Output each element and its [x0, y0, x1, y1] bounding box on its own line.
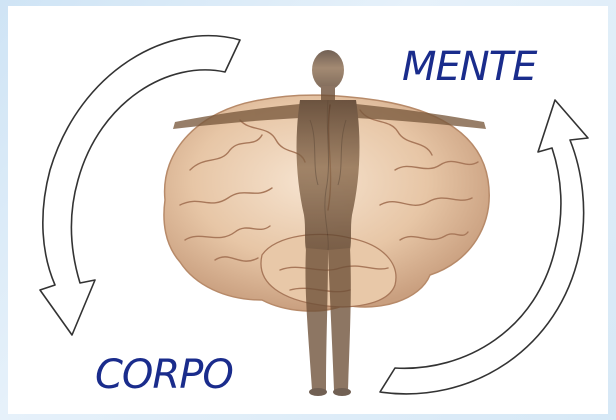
corpo-label: CORPO [95, 352, 233, 398]
mente-label: MENTE [402, 44, 536, 90]
